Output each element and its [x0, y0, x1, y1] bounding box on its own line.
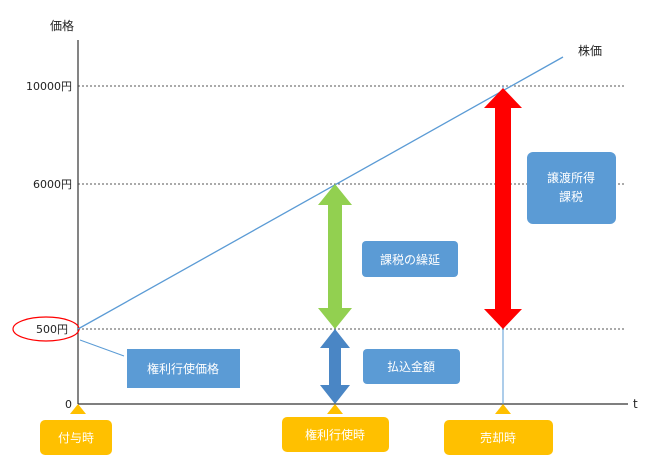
stock-price-label: 株価: [578, 43, 602, 58]
exercise-time-box: [282, 417, 389, 452]
grant-time-text: 付与時: [58, 431, 94, 445]
sale-time-box: [444, 420, 553, 455]
price-tick-6000: 6000円: [33, 178, 72, 191]
transfer-tax-box: [527, 152, 616, 224]
tax-deferral-box: [362, 241, 458, 277]
exercise-time-text: 権利行使時: [305, 427, 365, 442]
grant-time-box: [40, 420, 112, 455]
transfer-tax-text-line1: 譲渡所得: [547, 170, 595, 185]
grant-time-marker: [70, 404, 86, 414]
tax-deferral-text: 課税の繰延: [380, 252, 440, 267]
tax-deferral-arrow: [318, 184, 352, 329]
payment-amount-box: [363, 349, 460, 384]
exercise-price-text: 権利行使価格: [147, 361, 219, 376]
sale-time-text: 売却時: [480, 430, 516, 445]
price-tick-10000: 10000円: [26, 80, 72, 93]
sale-time-marker: [495, 404, 511, 414]
payment-amount-text: 払込金額: [387, 359, 435, 374]
y-axis-label: 価格: [50, 18, 74, 33]
transfer-tax-text-line2: 課税: [559, 189, 583, 204]
exercise-price-box: [127, 349, 240, 388]
origin-label: 0: [65, 398, 72, 411]
x-axis-label: t: [633, 397, 638, 411]
price-tick-500: 500円: [36, 323, 68, 336]
transfer-tax-arrow: [484, 88, 522, 329]
stock-price-line: [77, 56, 564, 330]
payment-amount-arrow: [320, 329, 350, 404]
exercise-time-marker: [327, 404, 343, 414]
leader-line: [79, 339, 125, 357]
